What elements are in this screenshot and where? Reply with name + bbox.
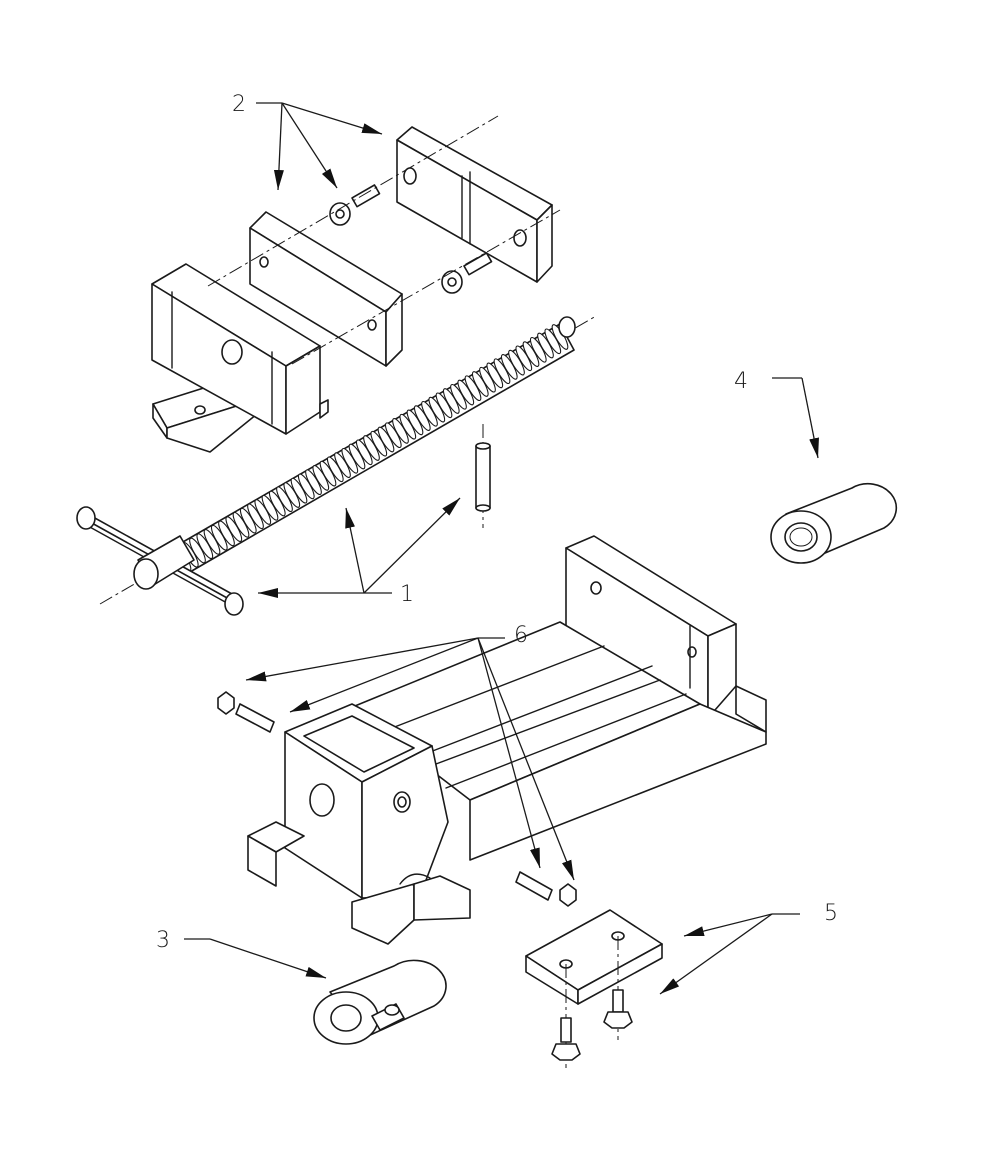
vise-base [247,535,767,945]
callout-6: 6 [245,623,575,881]
callout-label-2: 2 [232,92,246,117]
gib-plate-part-5 [525,909,663,1068]
callout-4: 4 [734,369,819,459]
set-screw-upper [217,691,275,733]
lead-screw [99,315,597,605]
callout-label-5: 5 [824,901,838,926]
set-screw-lower [515,871,577,907]
callout-5: 5 [659,901,838,995]
nut-part-4 [770,482,898,564]
callout-label-1: 1 [400,582,414,607]
jaw-plate-front [396,126,553,283]
roll-pin [475,424,491,528]
jaw-plate-back [249,211,403,367]
callout-label-4: 4 [734,369,748,394]
moving-jaw-body [151,263,329,453]
nut-part-3 [313,959,447,1045]
callout-2: 2 [232,92,383,191]
handle-bar [76,506,244,616]
callout-3: 3 [156,928,327,979]
callout-label-3: 3 [156,928,170,953]
callout-1: 1 [258,497,461,607]
jaw-screw-lower [441,252,493,294]
jaw-screw-upper [329,184,381,226]
jaw-centerlines [207,115,561,365]
callout-label-6: 6 [514,623,528,648]
